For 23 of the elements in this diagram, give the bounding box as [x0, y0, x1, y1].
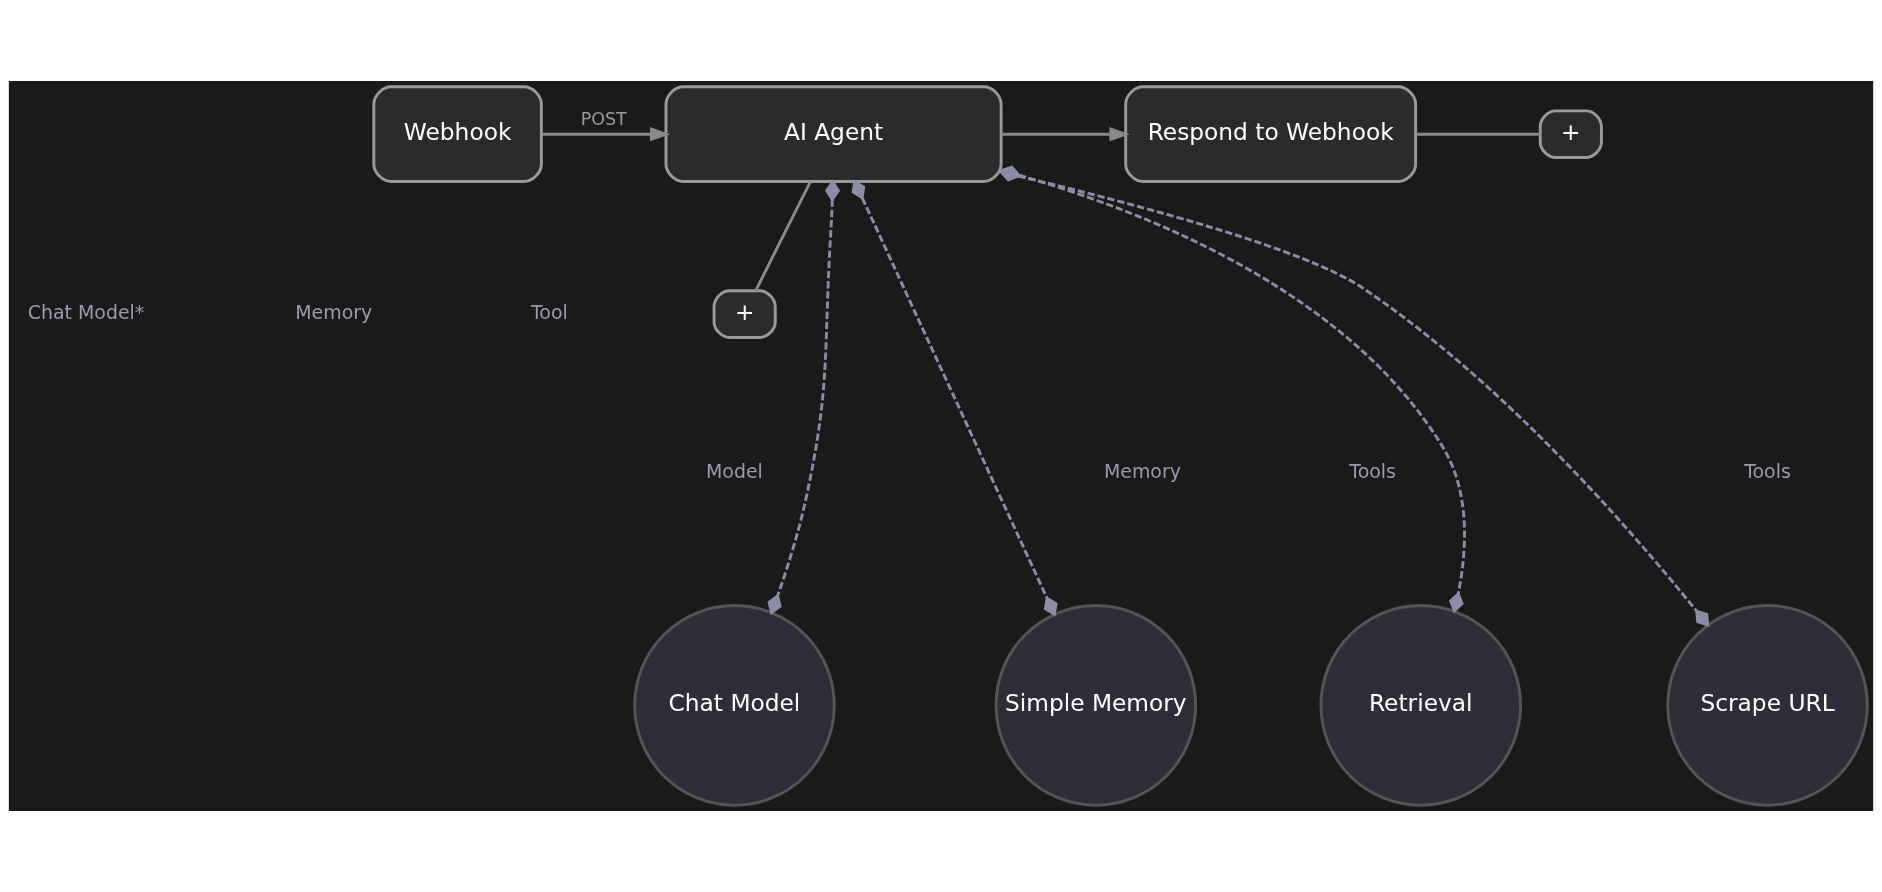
- label: Tool: [531, 301, 568, 324]
- connector: [767, 179, 841, 615]
- node-box: Webhook: [372, 85, 543, 183]
- label: Memory: [295, 301, 373, 324]
- edge-label: POST: [580, 108, 627, 129]
- label: Model: [706, 459, 763, 482]
- node-box: +: [712, 289, 777, 339]
- label: Tools: [1349, 459, 1396, 482]
- label: Tools: [1744, 459, 1791, 482]
- arrow: [1001, 127, 1130, 142]
- node-circle: Simple Memory: [994, 604, 1198, 807]
- connector: [851, 179, 1058, 617]
- arrow: [541, 127, 671, 142]
- connector: [1416, 132, 1540, 136]
- node-box: +: [1538, 109, 1603, 159]
- node-circle: Scrape URL: [1666, 604, 1869, 807]
- connector: [754, 181, 812, 292]
- label: Memory: [1103, 459, 1181, 482]
- label: Chat Model*: [27, 301, 145, 324]
- node-box: Respond to Webhook: [1124, 85, 1418, 183]
- node-box: AI Agent: [664, 85, 1003, 183]
- node-circle: Retrieval: [1319, 604, 1522, 807]
- node-circle: Chat Model: [633, 604, 836, 807]
